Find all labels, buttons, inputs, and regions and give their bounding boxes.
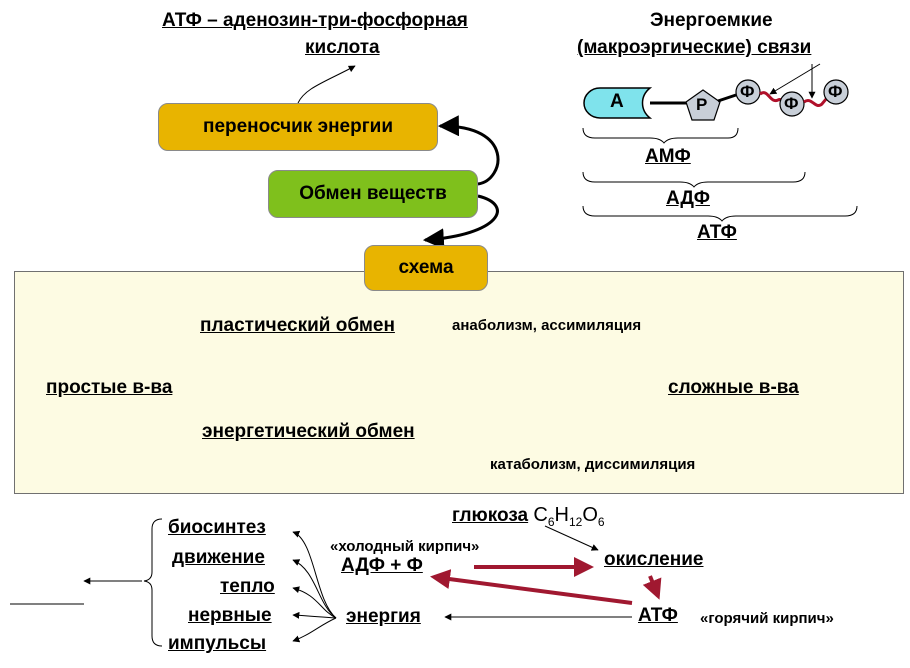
ribose-label: Р <box>696 95 708 114</box>
complex-substances-label: сложные в-ва <box>668 377 799 398</box>
adenine-shape <box>583 87 653 119</box>
phosphate2-circle <box>779 91 805 117</box>
energy-to-uses4 <box>292 611 337 619</box>
energy-carrier-box: переносчик энергии <box>158 103 438 151</box>
metabolism-box: Обмен веществ <box>268 170 478 218</box>
oxidation-to-atp-arrow <box>642 575 662 600</box>
energy-to-uses3 <box>292 586 337 619</box>
use-nerve: нервные <box>188 605 272 626</box>
amp-label: АМФ <box>645 146 691 167</box>
use-heat: тепло <box>220 576 275 597</box>
use-biosynthesis: биосинтез <box>168 517 266 538</box>
glucose-label: глюкоза <box>452 505 529 526</box>
phosphate1-label: Ф <box>740 82 755 101</box>
adp-brace <box>582 171 806 188</box>
glucose-formula: глюкоза C6H12O6 <box>452 504 605 529</box>
energy-to-uses2 <box>292 559 337 619</box>
anabolism-label: анаболизм, ассимиляция <box>452 317 642 334</box>
atp-label: АТФ <box>697 222 737 243</box>
metabolism-to-scheme-arrow <box>422 194 499 250</box>
atp-to-adp-arrow <box>430 569 633 605</box>
use-movement: движение <box>172 547 265 568</box>
phosphate1-circle <box>735 79 761 105</box>
energy-to-uses1 <box>292 530 337 619</box>
atp-title-line2: кислота <box>305 37 380 58</box>
hot-brick-label: «горячий кирпич» <box>700 610 834 627</box>
scheme-panel <box>14 271 904 494</box>
scheme-box: схема <box>364 245 488 291</box>
phosphate3-label: Ф <box>828 82 843 101</box>
energy-to-uses5 <box>292 617 337 643</box>
glucose-to-oxidation-arrow <box>544 525 599 551</box>
atp-title-line1: АТФ – аденозин-три-фосфорная <box>162 10 468 31</box>
macroergic-title-line1: Энергоемкие <box>650 10 773 31</box>
use-impulses: импульсы <box>168 633 267 654</box>
cold-brick-label: «холодный кирпич» <box>330 538 480 555</box>
phosphate3-circle <box>823 79 849 105</box>
uses-brace <box>143 518 163 647</box>
adp-label: АДФ <box>666 188 710 209</box>
atp-brace <box>582 205 858 222</box>
adp-plus-p-label: АДФ + Ф <box>341 555 423 576</box>
carrier-to-title-arrow <box>297 65 356 104</box>
macroergic-title-line2: (макроэргические) связи <box>577 37 812 58</box>
amp-brace <box>582 127 739 144</box>
glucose-chemical-formula: C6H12O6 <box>533 504 605 529</box>
metabolism-to-carrier-arrow <box>437 115 500 186</box>
energy-label: энергия <box>346 606 421 627</box>
simple-substances-label: простые в-ва <box>46 377 173 398</box>
ribose-phosphate-bond <box>717 93 737 103</box>
atp-cycle-label: АТФ <box>638 605 678 626</box>
catabolism-label: катаболизм, диссимиляция <box>490 456 696 473</box>
adenine-label: А <box>610 91 624 112</box>
plastic-exchange-label: пластический обмен <box>200 315 395 336</box>
energetic-exchange-label: энергетический обмен <box>202 421 415 442</box>
oxidation-label: окисление <box>604 549 704 570</box>
phosphate2-label: Ф <box>784 94 799 113</box>
ribose-shape <box>685 89 721 121</box>
